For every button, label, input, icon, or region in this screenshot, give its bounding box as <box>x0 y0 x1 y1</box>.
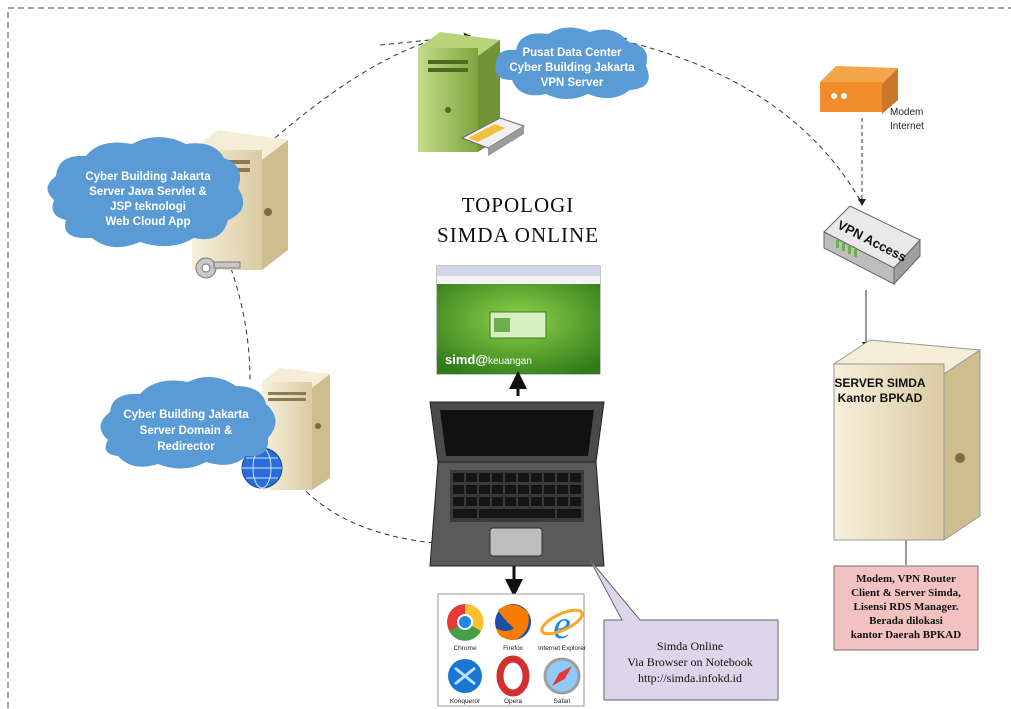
opera-icon <box>496 655 530 697</box>
cloud-java-line3: JSP teknologi <box>110 201 186 213</box>
screenshot-logo-suffix: keuangan <box>488 356 532 367</box>
browser-label-konqueror: Konqueror <box>450 698 481 705</box>
cloud-datacenter-line1: Pusat Data Center <box>522 47 622 59</box>
modem-icon <box>820 66 898 114</box>
touchpad <box>489 527 543 557</box>
screenshot-logo: simd@ <box>445 352 488 367</box>
browser-label-ie: Internet Explorer <box>538 645 587 652</box>
callout-line1: Simda Online <box>657 639 723 653</box>
cloud-java: Cyber Building Jakarta Server Java Servl… <box>47 137 244 248</box>
cloud-java-line4: Web Cloud App <box>106 216 191 228</box>
cloud-java-line2: Server Java Servlet & <box>89 186 207 198</box>
domain-server-icon <box>262 368 330 490</box>
internet-explorer-icon: e <box>540 602 584 647</box>
cloud-datacenter-line2: Cyber Building Jakarta <box>509 62 635 74</box>
outer-frame <box>7 7 1011 709</box>
keyboard-keys <box>450 470 584 522</box>
browser-label-safari: Safari <box>554 698 571 705</box>
callout-line2: Via Browser on Notebook <box>627 655 753 669</box>
title-line2: SIMDA ONLINE <box>437 223 599 247</box>
link-java-domain <box>227 259 251 381</box>
modem-label-line2: Internet <box>890 121 924 132</box>
note-line1: Modem, VPN Router <box>856 573 956 585</box>
simda-online-callout: Simda Online Via Browser on Notebook htt… <box>589 559 779 701</box>
link-vpn-datacenter <box>619 37 861 201</box>
svg-text:e: e <box>553 602 571 647</box>
chrome-icon <box>447 603 484 641</box>
callout-line3: http://simda.infokd.id <box>638 671 742 685</box>
server-simda-label-line1: SERVER SIMDA <box>834 376 925 390</box>
bpkad-note-box: Modem, VPN Router Client & Server Simda,… <box>833 565 979 651</box>
cloud-domain-line1: Cyber Building Jakarta <box>123 409 249 421</box>
browser-label-firefox: Firefox <box>503 645 524 652</box>
konqueror-icon <box>448 659 482 693</box>
simda-app-screenshot: simd@ keuangan <box>436 265 601 375</box>
title-line1: TOPOLOGI <box>462 193 575 217</box>
cloud-datacenter: Pusat Data Center Cyber Building Jakarta… <box>495 27 649 99</box>
cloud-datacenter-line3: VPN Server <box>541 77 604 89</box>
modem-label-line1: Modem <box>890 107 923 118</box>
note-line5: kantor Daerah BPKAD <box>851 629 961 641</box>
browser-label-opera: Opera <box>504 698 522 705</box>
note-line4: Berada dilokasi <box>869 615 943 627</box>
key-icon <box>195 257 241 279</box>
browsers-panel: Chrome Firefox e Internet Explorer Konqu… <box>437 593 587 707</box>
browser-label-chrome: Chrome <box>453 645 477 652</box>
cloud-domain-line3: Redirector <box>157 441 215 453</box>
laptop-icon <box>429 401 605 567</box>
datacenter-server-icon <box>418 32 526 156</box>
note-line2: Client & Server Simda, <box>851 587 961 599</box>
note-line3: Lisensi RDS Manager. <box>853 601 958 613</box>
cloud-domain-line2: Server Domain & <box>140 425 233 437</box>
cloud-java-line1: Cyber Building Jakarta <box>85 171 211 183</box>
link-datacenter-java <box>249 37 441 161</box>
vpn-access-device-icon <box>823 205 921 286</box>
server-simda-icon <box>832 339 982 541</box>
safari-icon <box>543 657 581 695</box>
server-simda-label-line2: Kantor BPKAD <box>838 391 923 405</box>
cloud-domain: Cyber Building Jakarta Server Domain & R… <box>100 376 276 469</box>
firefox-icon <box>495 604 531 640</box>
